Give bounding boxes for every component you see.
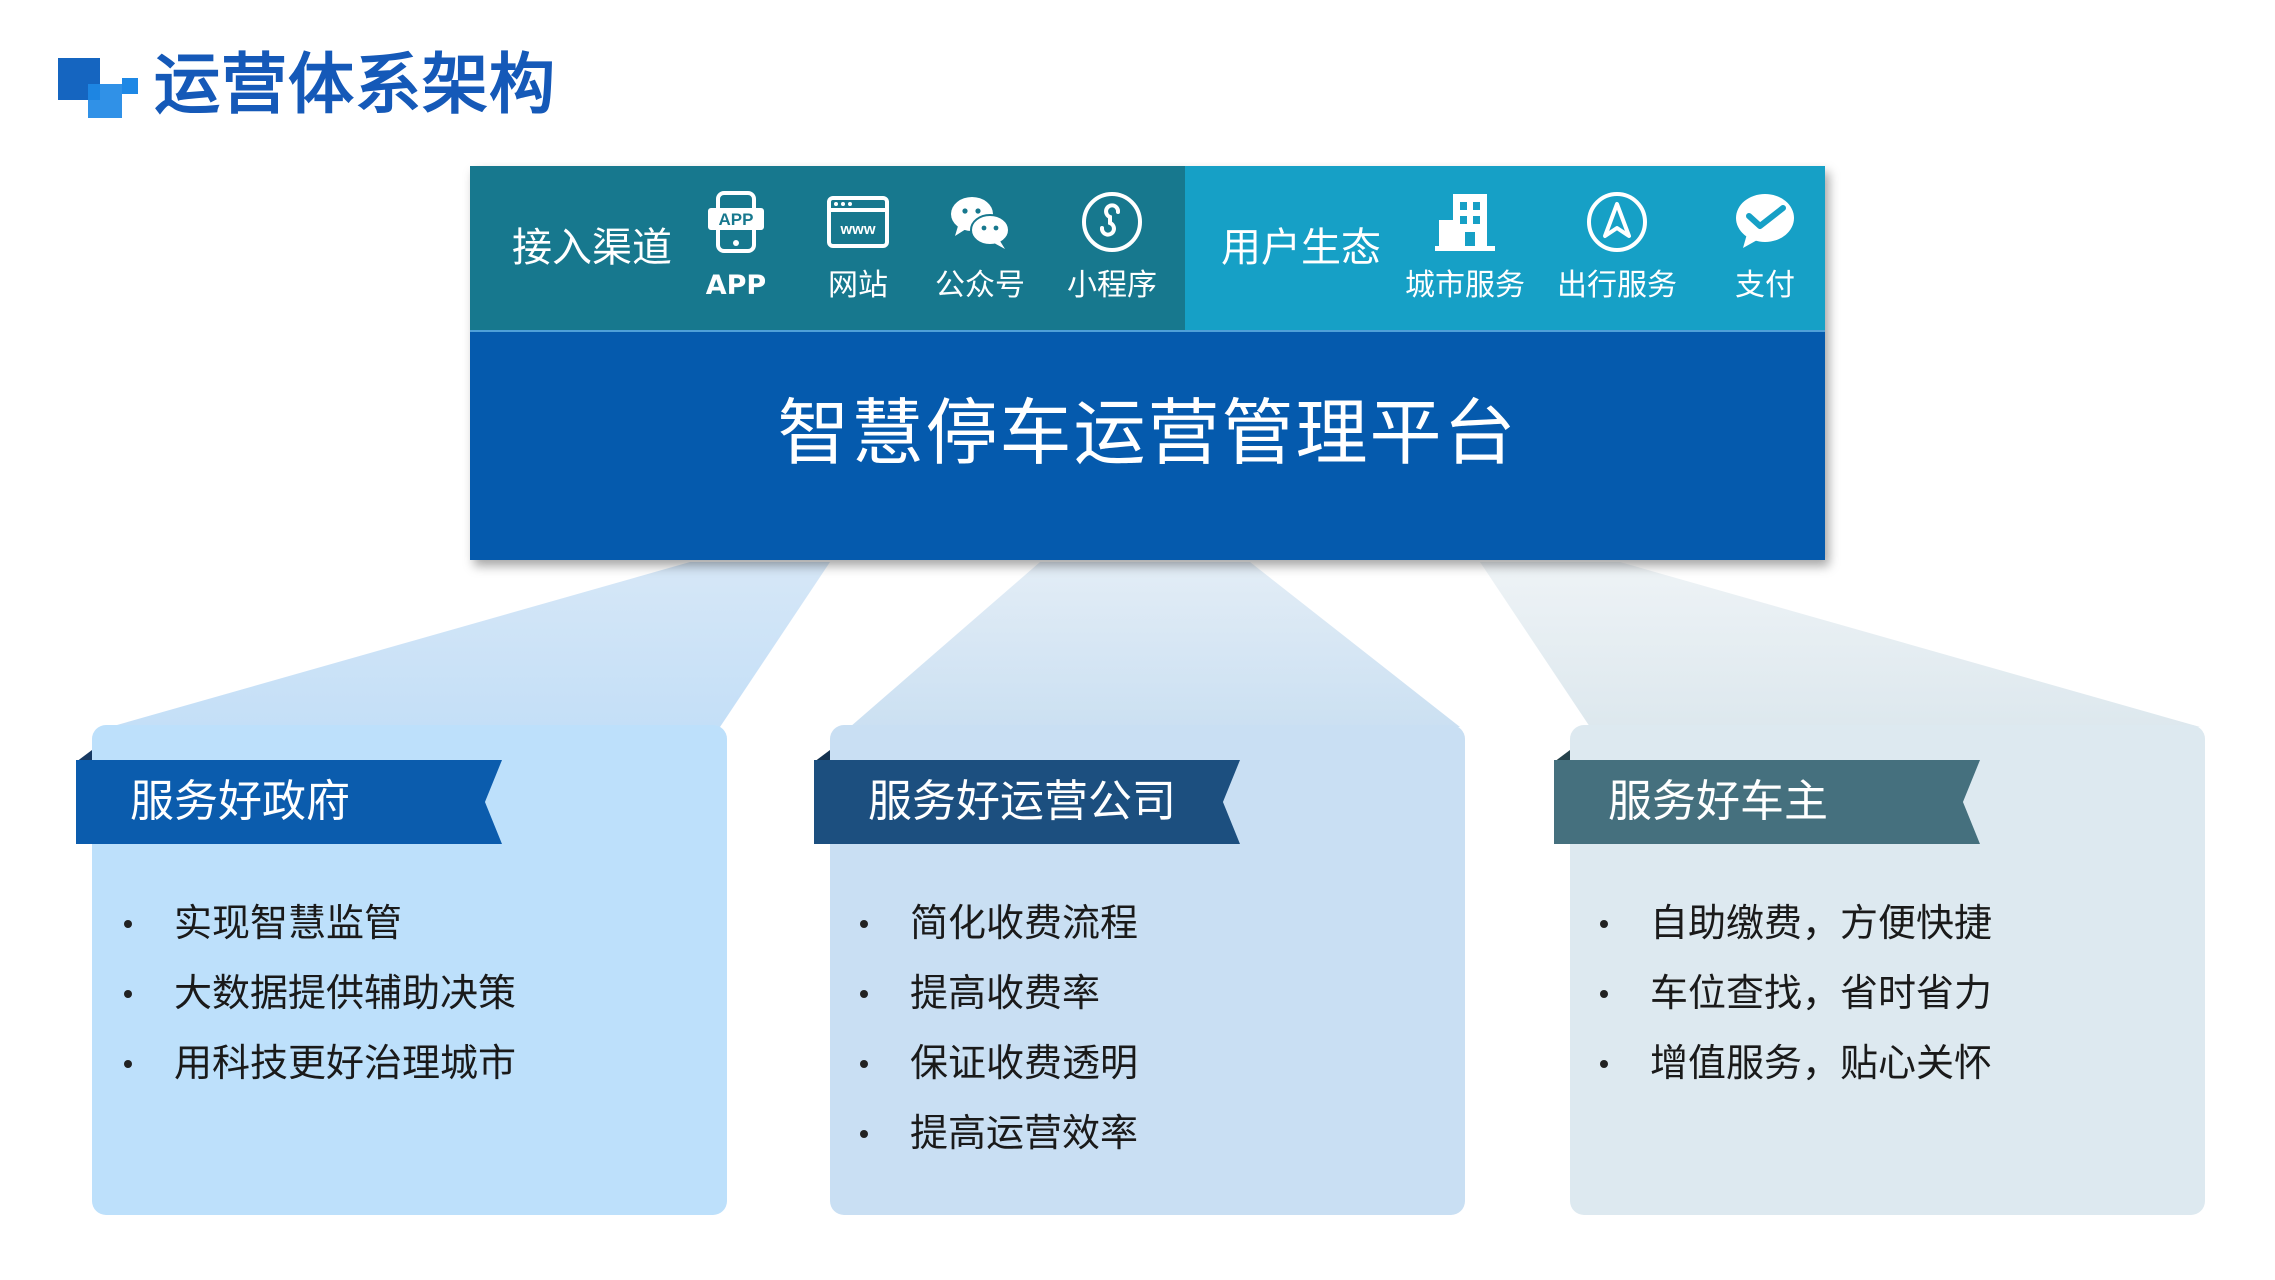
channel-app-label: APP (705, 270, 767, 301)
list-item: 大数据提供辅助决策 (124, 958, 516, 1028)
list-item: 提高收费率 (860, 958, 1138, 1028)
access-channels-bar: 接入渠道 APP APP www 网站 (470, 166, 1185, 330)
eco-payment[interactable]: 支付 (1705, 190, 1825, 320)
channel-wechat-account-label: 公众号 (935, 268, 1025, 303)
funnel-owner (1480, 562, 2200, 727)
user-ecosystem-bar: 用户生态 城市服务 出行服务 (1185, 166, 1825, 330)
channel-mini-program[interactable]: 小程序 (1052, 190, 1172, 320)
channel-website[interactable]: www 网站 (798, 190, 918, 320)
svg-text:APP: APP (719, 210, 754, 229)
page-title: 运营体系架构 (154, 46, 556, 123)
list-item: 简化收费流程 (860, 888, 1138, 958)
access-channels-label: 接入渠道 (512, 225, 672, 271)
card-operating-company-title: 服务好运营公司 (868, 776, 1176, 827)
card-government-list: 实现智慧监管 大数据提供辅助决策 用科技更好治理城市 (124, 888, 516, 1098)
ribbon-car-owner (1554, 760, 1980, 844)
channel-app[interactable]: APP APP (676, 190, 796, 320)
card-car-owner-list: 自助缴费，方便快捷 车位查找，省时省力 增值服务，贴心关怀 (1600, 888, 1992, 1098)
wechat-icon (951, 197, 1010, 249)
eco-payment-label: 支付 (1735, 268, 1795, 303)
eco-city-service[interactable]: 城市服务 (1395, 190, 1535, 320)
city-building-icon (1435, 194, 1495, 251)
list-item: 用科技更好治理城市 (124, 1028, 516, 1098)
eco-travel-service[interactable]: 出行服务 (1547, 190, 1687, 320)
platform-name: 智慧停车运营管理平台 (777, 390, 1518, 475)
funnel-gov (110, 562, 830, 727)
mini-program-icon (1082, 192, 1142, 252)
platform-main-panel: 智慧停车运营管理平台 (470, 330, 1825, 560)
platform-box: 接入渠道 APP APP www 网站 (470, 166, 1825, 560)
card-operating-company-list: 简化收费流程 提高收费率 保证收费透明 提高运营效率 (860, 888, 1138, 1168)
eco-city-service-label: 城市服务 (1405, 268, 1525, 303)
list-item: 实现智慧监管 (124, 888, 516, 958)
app-phone-icon: APP (708, 191, 764, 253)
eco-travel-service-label: 出行服务 (1557, 268, 1677, 303)
card-car-owner-title: 服务好车主 (1608, 776, 1828, 827)
ribbon-government (76, 760, 502, 844)
title-logo-mark (58, 58, 138, 118)
card-government-title: 服务好政府 (130, 776, 350, 827)
svg-text:www: www (839, 221, 875, 238)
list-item: 车位查找，省时省力 (1600, 958, 1992, 1028)
wechat-pay-icon (1736, 194, 1794, 248)
list-item: 自助缴费，方便快捷 (1600, 888, 1992, 958)
user-ecosystem-label: 用户生态 (1221, 225, 1381, 271)
navigation-icon (1587, 192, 1647, 252)
list-item: 提高运营效率 (860, 1098, 1138, 1168)
funnel-ops (850, 562, 1460, 727)
ribbon-operating-company (814, 760, 1240, 844)
channel-mini-program-label: 小程序 (1067, 268, 1157, 303)
list-item: 保证收费透明 (860, 1028, 1138, 1098)
channel-website-label: 网站 (828, 268, 888, 303)
www-browser-icon: www (827, 196, 889, 248)
channel-wechat-account[interactable]: 公众号 (920, 190, 1040, 320)
list-item: 增值服务，贴心关怀 (1600, 1028, 1992, 1098)
